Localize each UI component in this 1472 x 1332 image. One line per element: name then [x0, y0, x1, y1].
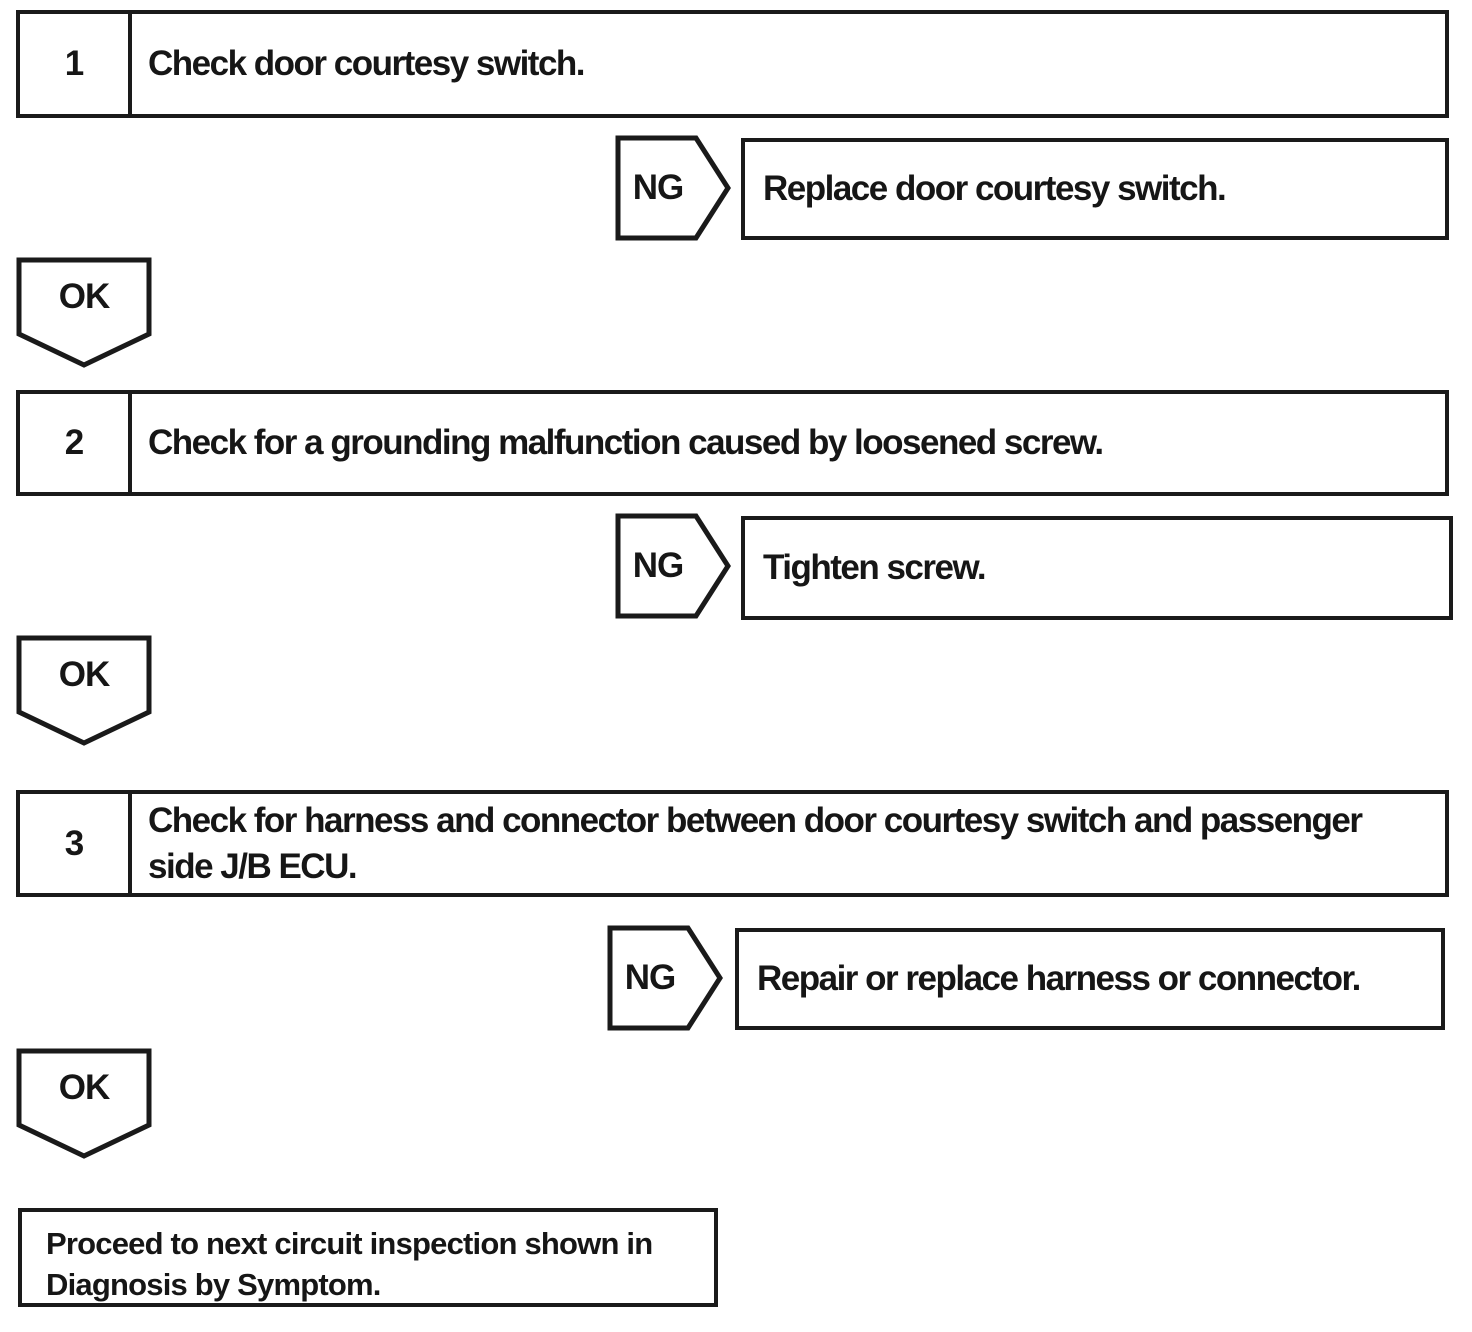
- ng-pentagon-right-icon: [615, 135, 731, 241]
- ng-pentagon-right-icon: [615, 513, 731, 619]
- step-2-ng-action-text: Tighten screw.: [763, 548, 987, 588]
- step-2-ng-action-box: Tighten screw.: [741, 516, 1453, 620]
- step-2-box: 2 Check for a grounding malfunction caus…: [16, 390, 1449, 496]
- step-1-number: 1: [20, 14, 132, 114]
- step-2-ng-arrow: NG: [615, 513, 731, 619]
- step-3-ok-arrow: OK: [16, 1048, 152, 1160]
- step-3-ng-action-text: Repair or replace harness or connector.: [757, 959, 1361, 999]
- step-1-instruction: Check door courtesy switch.: [148, 44, 586, 84]
- step-2-ok-label: OK: [58, 655, 111, 694]
- step-3-number: 3: [20, 794, 132, 893]
- final-action-text: Proceed to next circuit inspection shown…: [46, 1226, 653, 1302]
- step-1-ng-arrow: NG: [615, 135, 731, 241]
- step-1-ng-label: NG: [632, 168, 685, 207]
- ng-pentagon-right-icon: [607, 925, 723, 1031]
- step-1-ng-action-text: Replace door courtesy switch.: [763, 169, 1227, 209]
- final-action-box: Proceed to next circuit inspection shown…: [18, 1208, 718, 1307]
- step-1-ng-action-box: Replace door courtesy switch.: [741, 138, 1449, 240]
- step-3-ok-label: OK: [58, 1068, 111, 1107]
- step-3-ng-action-box: Repair or replace harness or connector.: [735, 928, 1445, 1030]
- step-2-number: 2: [20, 394, 132, 492]
- step-3-instruction: Check for harness and connector between …: [148, 801, 1363, 886]
- ok-pentagon-down-icon: [16, 635, 152, 746]
- step-3-ng-label: NG: [624, 958, 677, 997]
- step-1-ok-arrow: OK: [16, 257, 152, 369]
- step-1-box: 1 Check door courtesy switch.: [16, 10, 1449, 118]
- step-2-ng-label: NG: [632, 546, 685, 585]
- step-2-instruction: Check for a grounding malfunction caused…: [148, 423, 1104, 463]
- step-1-ok-label: OK: [58, 277, 111, 316]
- step-3-ng-arrow: NG: [607, 925, 723, 1031]
- ok-pentagon-down-icon: [16, 257, 152, 368]
- step-3-box: 3 Check for harness and connector betwee…: [16, 790, 1449, 897]
- ok-pentagon-down-icon: [16, 1048, 152, 1159]
- step-2-ok-arrow: OK: [16, 635, 152, 747]
